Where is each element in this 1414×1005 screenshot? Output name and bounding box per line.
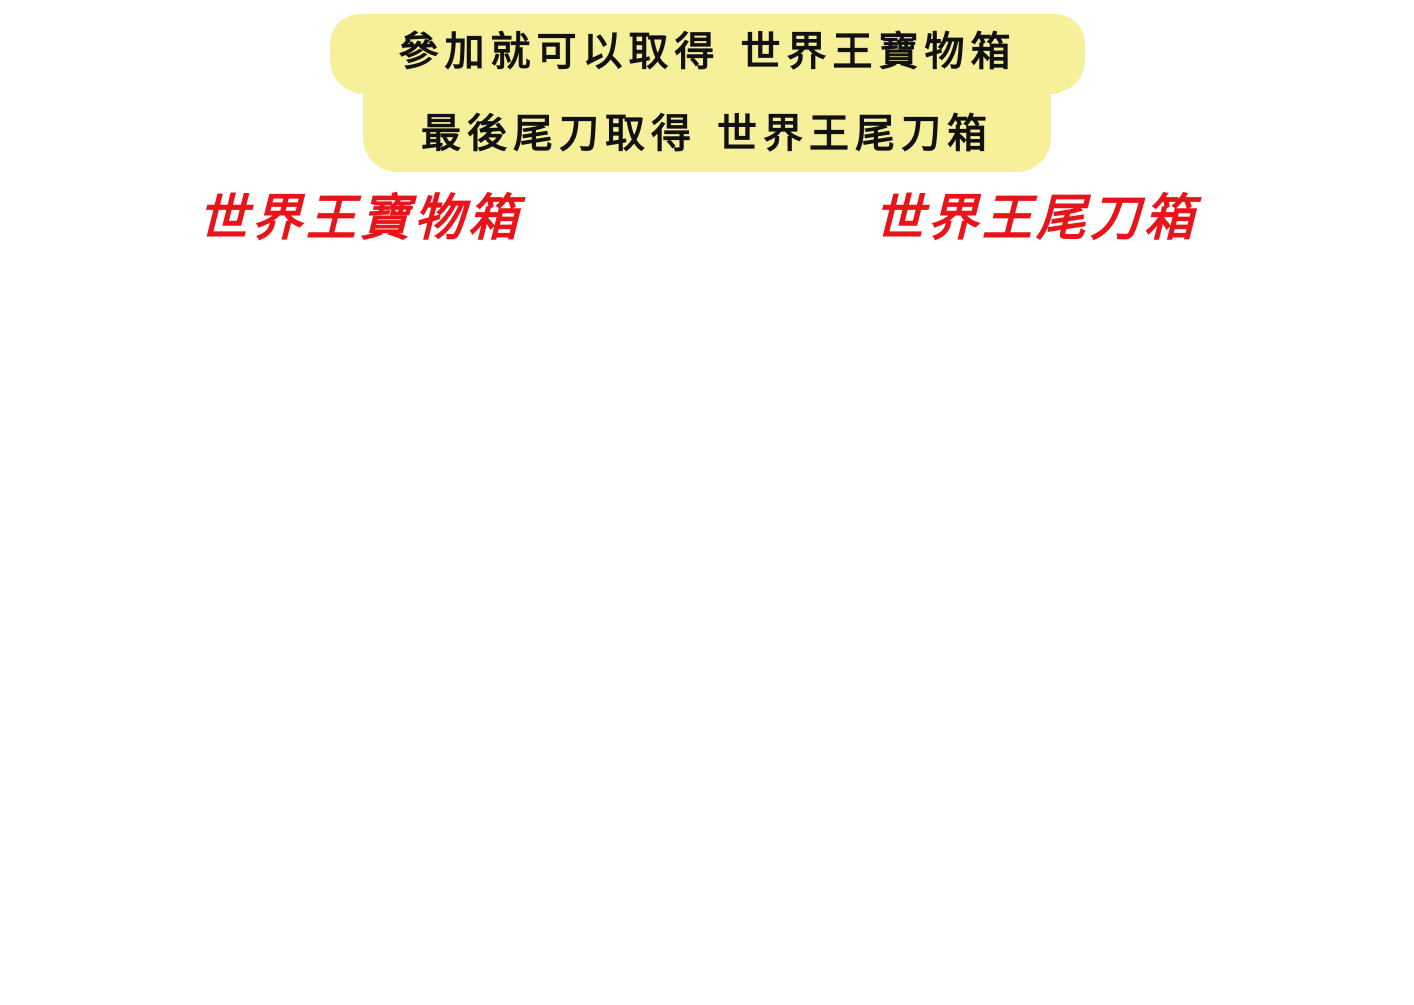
banner-bubble-bottom [363,70,1051,172]
banner-line-last-hit-reward: 最後尾刀取得 世界王尾刀箱 [421,111,993,157]
title-world-boss-treasure-box: 世界王寶物箱 [198,189,522,247]
title-world-boss-last-hit-box: 世界王尾刀箱 [874,189,1198,247]
banner-line-participation-reward: 參加就可以取得 世界王寶物箱 [398,29,1017,75]
